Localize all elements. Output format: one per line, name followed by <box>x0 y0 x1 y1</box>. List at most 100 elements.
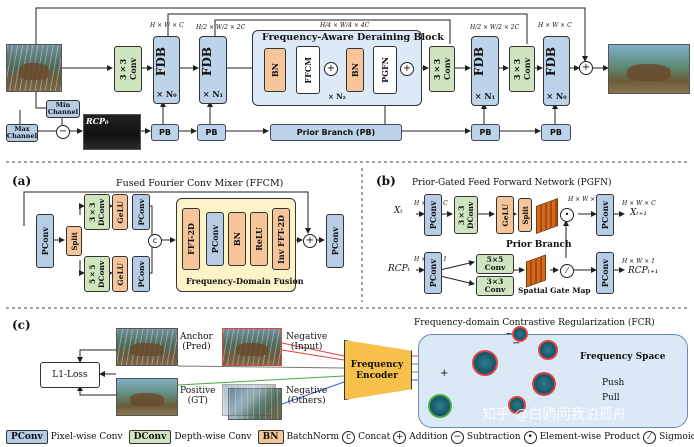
negative-input-image <box>222 328 282 366</box>
pb-level0-enc: PB <box>151 124 179 141</box>
ffcm-pconv-bottom: PConv <box>132 256 150 292</box>
ffcm-pconv-out: PConv <box>326 214 344 268</box>
ffcm-dconv3: 3×3 DConv <box>84 194 110 230</box>
panel-c-title: Frequency-domain Contrastive Regularizat… <box>414 318 655 328</box>
legend-bn-chip: BN <box>257 430 284 444</box>
fs-negative-node-3 <box>512 326 528 342</box>
pgfn-xt: Xₜ <box>394 206 403 216</box>
fs-anchor-node <box>472 350 498 376</box>
pgfn-prior-conv5: 5×5 Conv <box>476 254 514 274</box>
pb-level1-dec: PB <box>471 124 500 141</box>
pgfn-sigmoid: ⁄ <box>560 264 574 278</box>
dim-level0-dec: H × W × C <box>538 22 572 29</box>
output-derained-image <box>608 44 690 94</box>
legend-bn-text: BatchNorm <box>286 432 340 442</box>
pgfn-prior-conv3: 3×3 Conv <box>476 276 514 296</box>
panel-b-label: (b) <box>376 174 396 188</box>
fadb-pgfn: PGFN <box>373 46 397 94</box>
deraining-block-title: Frequency-Aware Deraining Block <box>262 32 444 43</box>
pgfn-rcpt: RCPₜ <box>388 264 410 274</box>
ffcm-dconv5: 5×5 DConv <box>84 256 110 292</box>
sigmoid-icon: ⁄ <box>643 430 657 444</box>
fadb-bn-2: BN <box>346 48 364 92</box>
legend-dconv-chip: DConv <box>128 430 172 444</box>
ffcm-gelu-top: GeLU <box>112 194 128 230</box>
product-icon: • <box>523 430 537 444</box>
positive-image <box>116 378 178 416</box>
top-conv3x3-a: 3×3 Conv <box>114 46 142 92</box>
top-conv3x3-b: 3×3 Conv <box>429 46 455 92</box>
dim-level2: H/4 × W/4 × 4C <box>320 22 370 29</box>
negative-input-label: Negative(Input) <box>286 332 328 352</box>
subtraction-icon: − <box>450 430 464 444</box>
pgfn-prior-branch-label: Prior Branch <box>506 240 572 250</box>
pgfn-gate-label: Spatial Gate Map <box>518 286 591 295</box>
anchor-image <box>116 328 178 366</box>
fadb-add-1: + <box>324 62 338 76</box>
legend-add-text: Addition <box>409 432 448 442</box>
fadb-repeat: × N₂ <box>328 92 346 101</box>
pgfn-dim-out: H × W × C <box>622 200 656 207</box>
legend-pconv-text: Pixel-wise Conv <box>50 432 123 442</box>
pull-label: Pull <box>602 393 620 403</box>
max-channel-box: Max Channel <box>6 124 38 142</box>
ffcm-pconv-top: PConv <box>132 194 150 230</box>
ffcm-split: Split <box>66 226 82 256</box>
push-label: Push <box>602 378 625 388</box>
pgfn-pconv-in: PConv <box>424 194 442 236</box>
fadb-add-2: + <box>400 62 414 76</box>
ffcm-pconv-in: PConv <box>36 214 54 268</box>
pb-level0-dec: PB <box>541 124 571 141</box>
panel-b-title: Prior-Gated Feed Forward Network (PGFN) <box>412 178 612 188</box>
prior-subtraction: − <box>56 125 70 139</box>
ffcm-add: + <box>303 234 317 248</box>
positive-label: Positive(GT) <box>180 386 216 406</box>
dim-level1: H/2 × W/2 × 2C <box>196 24 246 31</box>
top-conv3x3-c: 3×3 Conv <box>509 46 535 92</box>
top-final-add: + <box>579 61 593 75</box>
fadb-bn-1: BN <box>264 48 286 92</box>
negative-others-image-back <box>222 384 276 416</box>
watermark: 知乎 @白鸥问我泊孤舟 <box>482 407 627 423</box>
ffcm-fusion-pconv: PConv <box>206 212 224 266</box>
addition-icon: + <box>393 430 407 444</box>
ffcm-concat: c <box>148 234 162 248</box>
negative-others-label: Negative(Others) <box>286 386 328 406</box>
legend-dconv-text: Depth-wise Conv <box>174 432 252 442</box>
dim-level0: H × W × C <box>150 22 184 29</box>
fs-minus: − <box>512 338 521 349</box>
fdb-level0-enc: FDB× N₀ <box>153 36 180 104</box>
pb-level1-enc: PB <box>197 124 226 141</box>
rcp0-label: RCP₀ <box>86 116 109 126</box>
l1-loss-box: L1-Loss <box>40 362 100 388</box>
frequency-space-title: Frequency Space <box>580 352 666 362</box>
legend-pconv-chip: PConv <box>6 430 48 444</box>
pgfn-prior-pconv: PConv <box>424 252 442 294</box>
ffcm-fusion-relu: ReLU <box>250 212 268 266</box>
legend-sig-text: Sigmoid <box>659 432 694 442</box>
ffcm-fusion-bn: BN <box>228 212 246 266</box>
pgfn-rcpt1: RCPₜ₊₁ <box>628 266 659 276</box>
pgfn-prior-pconv-out: PConv <box>596 252 614 294</box>
ffcm-ifft: Inv FFT-2D <box>272 208 290 270</box>
dim-level1-dec: H/2 × W/2 × 2C <box>470 24 520 31</box>
fs-negative-node-4 <box>508 396 526 414</box>
fs-plus: + <box>440 368 449 379</box>
pgfn-dim-mid: H × W × 2C <box>568 196 606 203</box>
concat-icon: c <box>342 430 356 444</box>
input-rainy-image <box>6 44 62 92</box>
legend-mul-text: Element-wise Product <box>539 432 641 442</box>
pgfn-dim-rcp-out: H × W × 1 <box>622 258 655 265</box>
legend-sub-text: Subtraction <box>466 432 521 442</box>
fs-positive-node <box>428 394 452 418</box>
fusion-label: Frequency-Domain Fusion <box>186 276 304 286</box>
panel-a-label: (a) <box>12 174 32 188</box>
ffcm-fft: FFT-2D <box>182 208 200 270</box>
pgfn-pconv-out: PConv <box>596 194 614 236</box>
min-channel-box: Min Channel <box>46 100 80 118</box>
pgfn-product: • <box>560 208 574 222</box>
fdb-level0-dec: FDB× N₀ <box>543 36 570 106</box>
pgfn-dconv3: 3×3 DConv <box>454 196 478 234</box>
prior-branch-main: Prior Branch (PB) <box>270 124 402 141</box>
panel-a-title: Fused Fourier Conv Mixer (FFCM) <box>116 178 284 189</box>
